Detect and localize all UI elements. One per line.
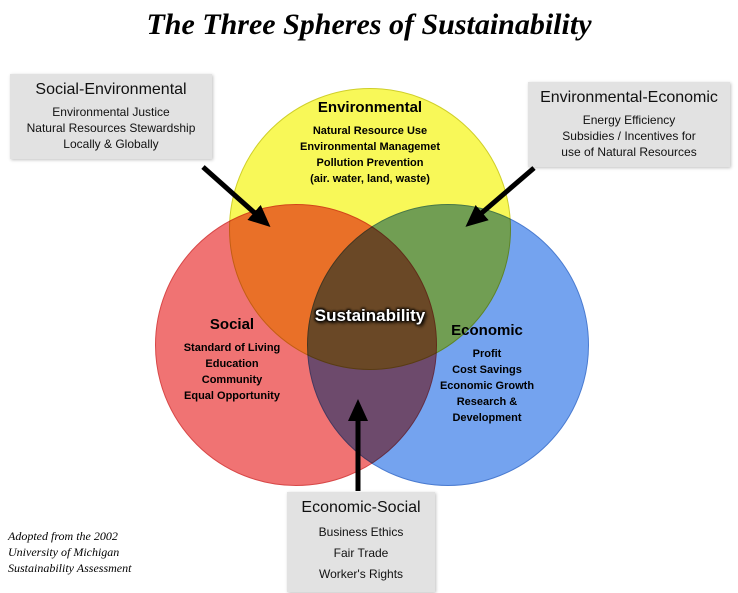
callout-environmental-economic: Environmental-Economic Energy Efficiency… xyxy=(528,82,730,167)
environmental-item: (air. water, land, waste) xyxy=(310,173,430,185)
environmental-text-block: Environmental Natural Resource Use Envir… xyxy=(270,99,470,187)
callout-title: Environmental-Economic xyxy=(540,89,718,106)
attribution-line: Sustainability Assessment xyxy=(8,561,132,575)
social-text-block: Social Standard of Living Education Comm… xyxy=(142,316,322,404)
social-item: Community xyxy=(201,374,263,386)
social-item: Equal Opportunity xyxy=(184,390,280,402)
attribution-line: Adopted from the 2002 xyxy=(8,529,118,543)
callout-item: Business Ethics xyxy=(318,525,404,539)
callout-item: Worker's Rights xyxy=(318,567,404,581)
economic-item: Research & xyxy=(456,396,518,408)
environmental-item: Pollution Prevention xyxy=(316,157,424,169)
callout-item: Energy Efficiency xyxy=(582,113,676,127)
social-label: Social xyxy=(209,316,255,333)
economic-label: Economic xyxy=(451,322,523,339)
callout-item: Locally & Globally xyxy=(63,137,159,151)
callout-item: Natural Resources Stewardship xyxy=(26,121,196,135)
economic-circle xyxy=(307,204,589,486)
attribution-line: University of Michigan xyxy=(8,545,120,559)
social-item: Education xyxy=(205,358,259,370)
economic-item: Development xyxy=(452,412,522,424)
callout-social-environmental: Social-Environmental Environmental Justi… xyxy=(10,74,212,159)
environmental-item: Environmental Managemet xyxy=(300,141,440,153)
callout-item: Subsidies / Incentives for xyxy=(562,129,696,143)
environmental-label: Environmental xyxy=(317,99,423,116)
callout-item: use of Natural Resources xyxy=(561,145,697,159)
callout-item: Fair Trade xyxy=(333,546,389,560)
callout-economic-social: Economic-Social Business Ethics Fair Tra… xyxy=(287,492,435,592)
page-title: The Three Spheres of Sustainability xyxy=(146,8,592,41)
callout-item: Environmental Justice xyxy=(52,105,170,119)
sustainability-center-label: Sustainability xyxy=(314,306,426,325)
environmental-item: Natural Resource Use xyxy=(312,125,428,137)
economic-item: Profit xyxy=(472,348,502,360)
callout-title: Social-Environmental xyxy=(35,81,187,98)
economic-text-block: Economic Profit Cost Savings Economic Gr… xyxy=(397,322,577,426)
social-item: Standard of Living xyxy=(183,342,281,354)
attribution: Adopted from the 2002 University of Mich… xyxy=(8,528,131,576)
economic-item: Cost Savings xyxy=(452,364,522,376)
callout-title: Economic-Social xyxy=(301,499,421,516)
economic-item: Economic Growth xyxy=(439,380,535,392)
